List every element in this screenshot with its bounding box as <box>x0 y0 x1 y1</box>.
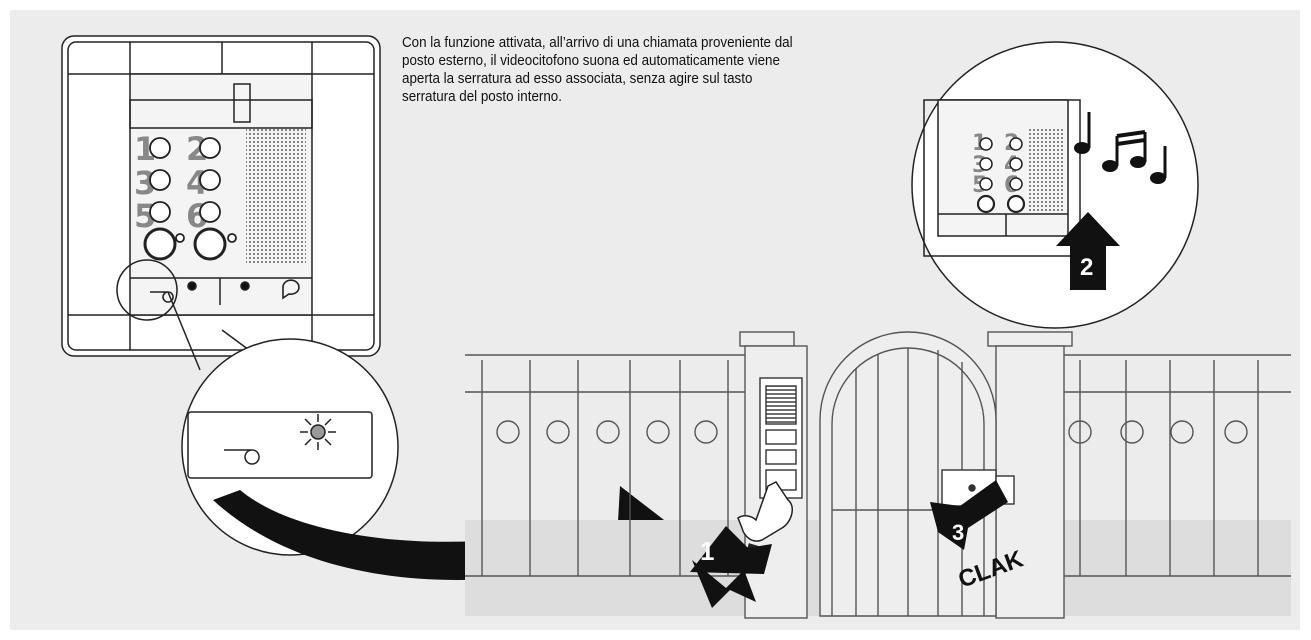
step-1-label: 1 <box>700 536 714 566</box>
intercom-unit <box>61 35 381 357</box>
step-2-arrow: 2 <box>1056 212 1120 290</box>
speech-icon <box>282 279 300 300</box>
function-description: Con la funzione attivata, all’arrivo di … <box>402 35 793 105</box>
arched-gate <box>819 331 997 617</box>
key-icon <box>224 449 260 465</box>
pushbutton-panel <box>759 377 803 499</box>
step-1-arrow: 1 <box>690 526 772 608</box>
lock-key-row <box>150 279 300 303</box>
call-arrow <box>213 486 690 600</box>
led-light-icon <box>300 414 336 450</box>
key-digit: 3 <box>134 164 156 202</box>
keypad-buttons <box>143 137 237 261</box>
key-digit: 1 <box>134 130 156 168</box>
music-notes-icon <box>1074 112 1167 184</box>
step-3-label: 3 <box>952 520 964 545</box>
key-icon <box>150 291 174 303</box>
key-digit: 2 <box>186 130 208 168</box>
gate-scene <box>465 331 1291 619</box>
step-2-label: 2 <box>1080 254 1093 281</box>
led-light-icon <box>187 281 197 291</box>
ringing-intercom: 12 34 56 <box>911 41 1199 329</box>
fence-right <box>1068 360 1259 576</box>
fence-left <box>481 360 729 576</box>
hand-press-icon <box>737 481 793 542</box>
